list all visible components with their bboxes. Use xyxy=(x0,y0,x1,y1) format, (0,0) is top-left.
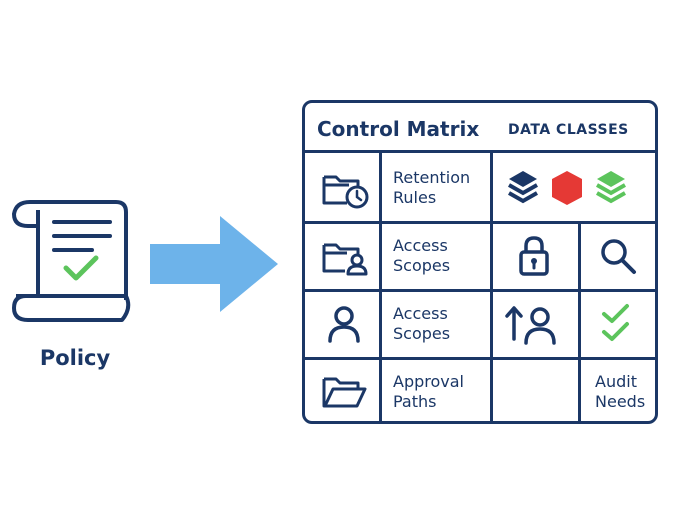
user-icon xyxy=(328,306,360,343)
document-check-icon xyxy=(12,200,131,322)
row-divider xyxy=(305,289,655,292)
row-label-line2: Scopes xyxy=(393,256,451,275)
row-label-line2: Paths xyxy=(393,392,437,411)
column-divider xyxy=(578,224,581,421)
magnifier-icon xyxy=(601,239,636,274)
row-label-line1: Access xyxy=(393,236,448,255)
user-arrow-up-icon xyxy=(505,306,556,345)
folder-open-icon xyxy=(322,377,367,408)
policy-label: Policy xyxy=(39,346,111,370)
green-stack-icon xyxy=(596,171,626,204)
matrix-subtitle: DATA CLASSES xyxy=(508,122,629,138)
audit-label-line2: Needs xyxy=(595,392,646,411)
column-divider xyxy=(379,153,382,421)
row-label-line2: Scopes xyxy=(393,324,451,343)
row-label-line1: Access xyxy=(393,304,448,323)
matrix-header: Control Matrix DATA CLASSES xyxy=(305,103,655,153)
row-divider xyxy=(305,221,655,224)
row-label-line1: Approval xyxy=(393,372,464,391)
row-divider xyxy=(305,357,655,360)
red-hexagon-icon xyxy=(552,171,582,205)
column-divider xyxy=(490,153,493,421)
audit-label-line1: Audit xyxy=(595,372,637,391)
lock-icon xyxy=(519,236,549,276)
folder-clock-icon xyxy=(322,175,369,209)
matrix-title: Control Matrix xyxy=(317,117,480,141)
arrow-right-icon xyxy=(150,216,278,312)
control-matrix: Control Matrix DATA CLASSES Retention Ru… xyxy=(302,100,658,424)
folder-user-icon xyxy=(322,243,368,276)
row-label-line2: Rules xyxy=(393,188,437,207)
navy-stack-icon xyxy=(508,171,538,204)
row-label-line1: Retention xyxy=(393,168,471,187)
double-check-icon xyxy=(602,304,629,341)
